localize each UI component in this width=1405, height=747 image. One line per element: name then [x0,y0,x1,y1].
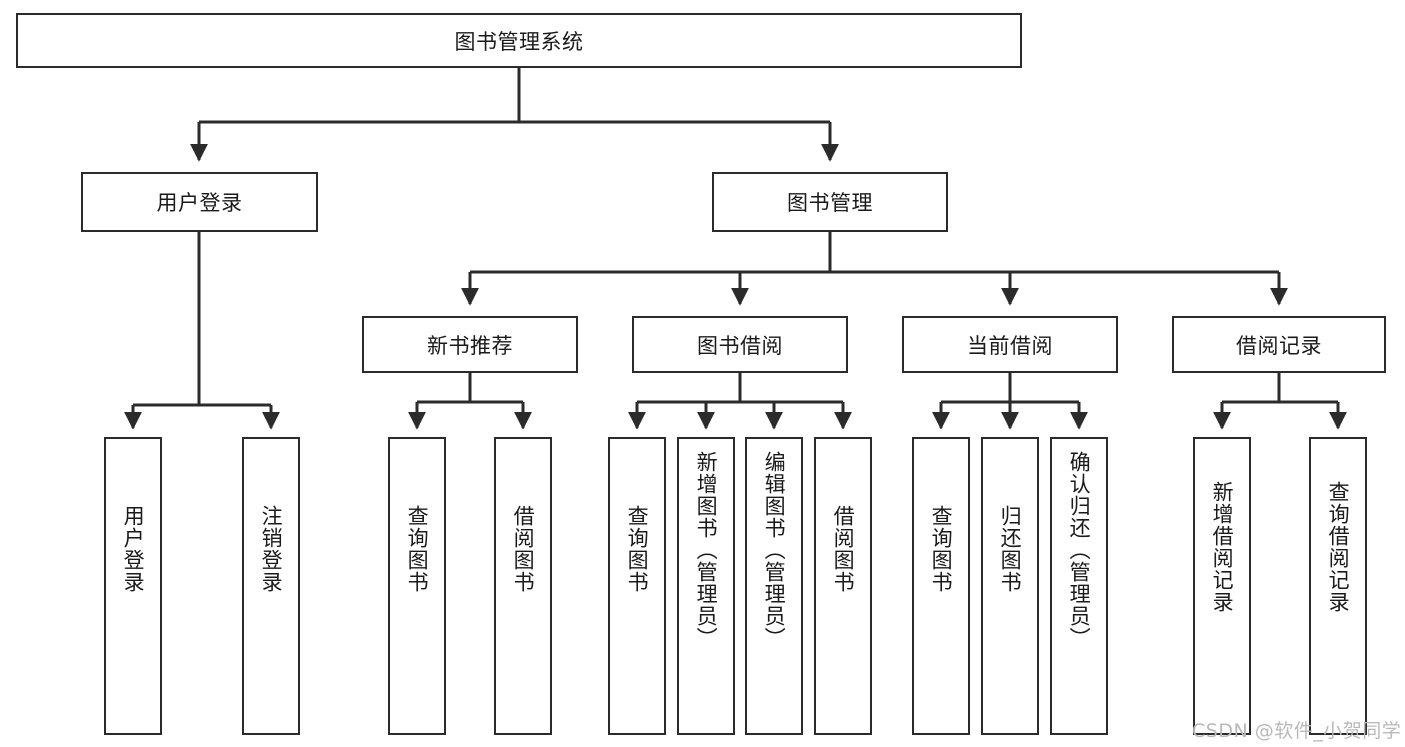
leaf-borrow-book-borrow[interactable]: 借阅图书 [814,437,872,735]
node-label: 编辑图书（管理员） [762,451,787,649]
node-label: 图书管理系统 [454,29,584,54]
node-label: 新增图书（管理员） [694,451,719,649]
node-book-borrow[interactable]: 图书借阅 [632,316,848,373]
node-current-borrow[interactable]: 当前借阅 [902,316,1118,373]
node-label: 归还图书 [998,505,1023,593]
leaf-query-book-recommend[interactable]: 查询图书 [388,437,446,735]
node-label: 用户登录 [156,191,243,215]
node-label: 借阅图书 [511,505,536,593]
node-label: 查询图书 [929,505,954,593]
node-label: 用户登录 [121,505,146,593]
node-label: 图书借阅 [697,333,783,358]
node-book-management[interactable]: 图书管理 [712,172,948,232]
leaf-add-book-admin[interactable]: 新增图书（管理员） [677,437,735,735]
leaf-confirm-return-admin[interactable]: 确认归还（管理员） [1050,437,1108,735]
node-user-login[interactable]: 用户登录 [81,172,318,232]
node-label: 新增借阅记录 [1210,481,1235,613]
leaf-query-book-borrow[interactable]: 查询图书 [608,437,666,735]
node-label: 确认归还（管理员） [1067,451,1092,649]
leaf-query-borrow-record[interactable]: 查询借阅记录 [1309,437,1367,735]
leaf-return-book[interactable]: 归还图书 [981,437,1039,735]
csdn-watermark: CSDN @软件_小贺同学 [1192,720,1402,742]
node-label: 借阅记录 [1236,333,1322,358]
node-label: 新书推荐 [427,333,513,358]
leaf-logout-login[interactable]: 注销登录 [242,437,300,735]
leaf-query-book-current[interactable]: 查询图书 [912,437,970,735]
node-label: 注销登录 [259,505,284,593]
node-label: 查询图书 [625,505,650,593]
leaf-add-borrow-record[interactable]: 新增借阅记录 [1193,437,1251,735]
node-borrow-record[interactable]: 借阅记录 [1172,316,1386,373]
node-label: 查询借阅记录 [1326,481,1351,613]
node-label: 借阅图书 [831,505,856,593]
node-label: 图书管理 [787,191,873,215]
node-book-management-system[interactable]: 图书管理系统 [16,13,1022,68]
leaf-edit-book-admin[interactable]: 编辑图书（管理员） [745,437,803,735]
leaf-user-login[interactable]: 用户登录 [104,437,162,735]
node-label: 查询图书 [405,505,430,593]
leaf-borrow-book-recommend[interactable]: 借阅图书 [494,437,552,735]
node-new-book-recommend[interactable]: 新书推荐 [362,316,578,373]
node-label: 当前借阅 [967,333,1053,358]
